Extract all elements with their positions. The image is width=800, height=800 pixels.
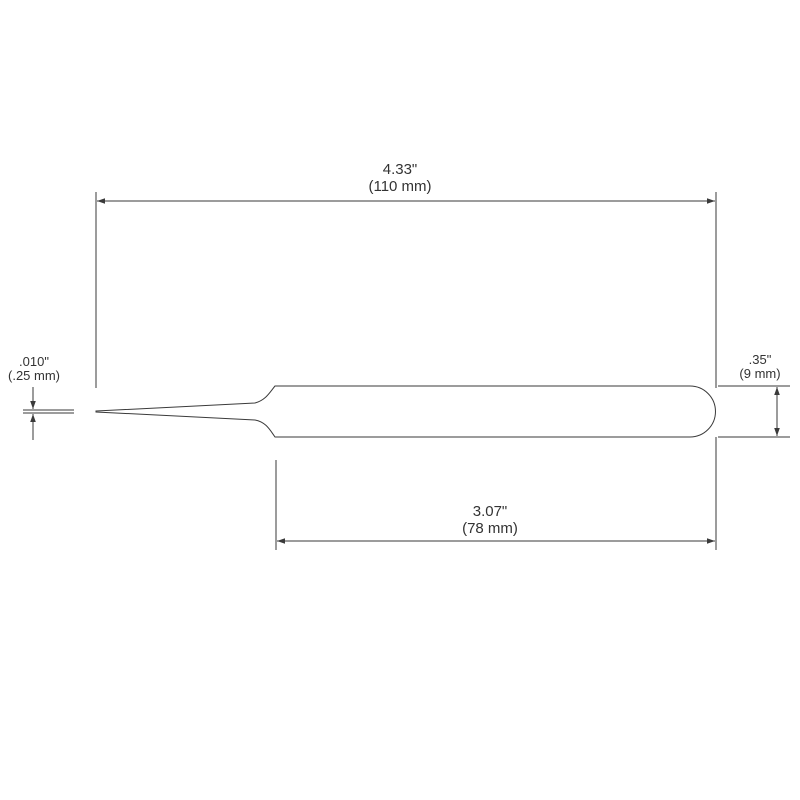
handle-width-metric: (9 mm)	[739, 366, 781, 382]
handle-length-label: 3.07" (78 mm)	[430, 503, 550, 537]
tip-width-label: .010" (.25 mm)	[0, 354, 68, 384]
handle-width-label: .35" (9 mm)	[722, 352, 798, 382]
tip-width-metric: (.25 mm)	[8, 368, 60, 384]
tweezer-outline	[95, 385, 716, 438]
overall-length-inches: 4.33"	[382, 161, 418, 178]
overall-length-label: 4.33" (110 mm)	[340, 161, 460, 195]
handle-length-metric: (78 mm)	[462, 519, 518, 537]
handle-width-inches: .35"	[748, 352, 772, 367]
overall-length-metric: (110 mm)	[368, 177, 432, 195]
tip-width-inches: .010"	[19, 354, 49, 369]
handle-length-inches: 3.07"	[472, 503, 508, 520]
